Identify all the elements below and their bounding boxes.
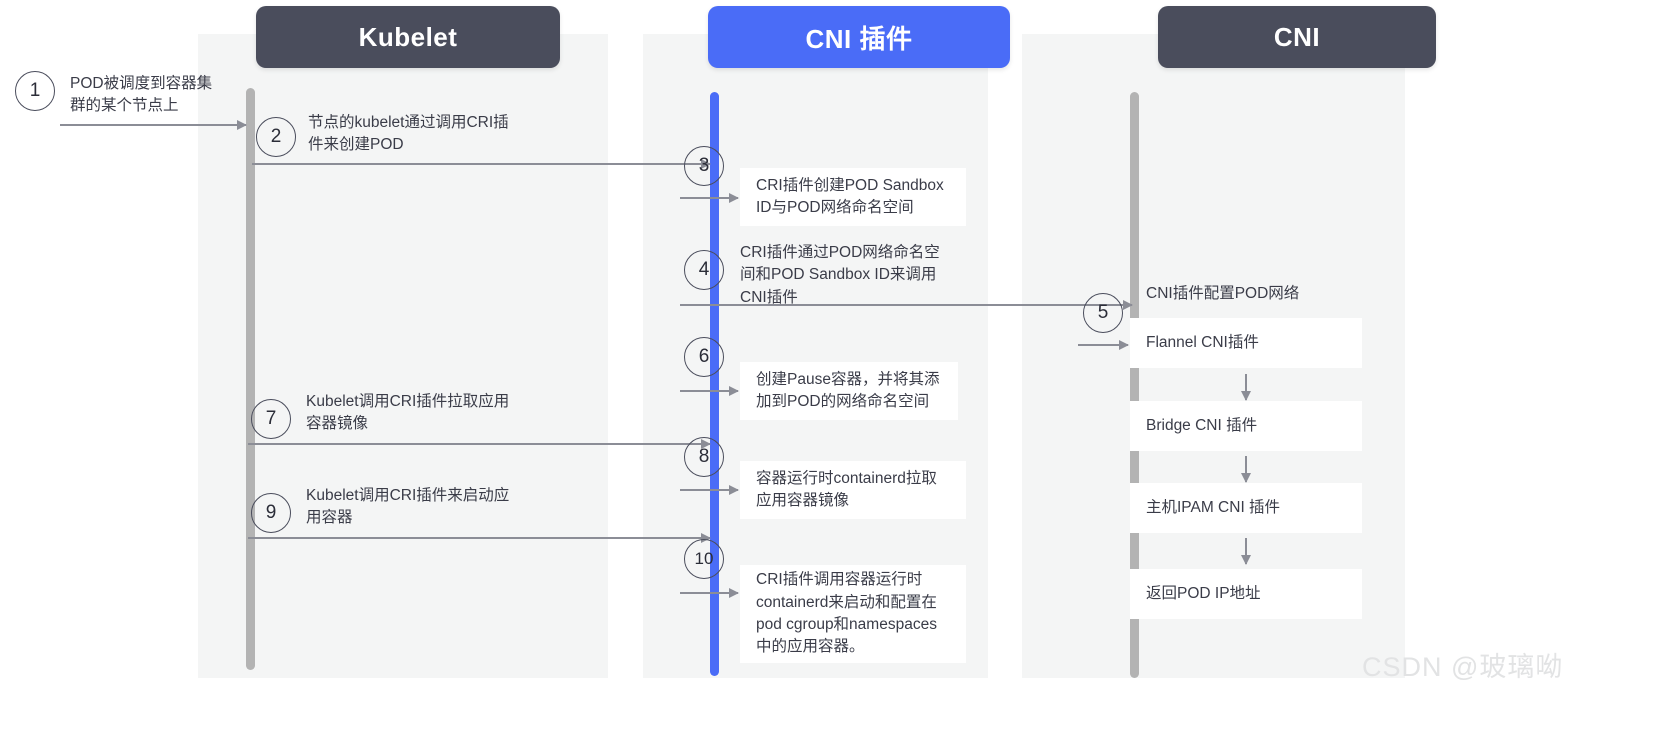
step-6-note: 创建Pause容器，并将其添 加到POD的网络命名空间	[740, 362, 958, 420]
cni-chain-arrow-1	[1241, 374, 1250, 401]
step-number-4: 4	[684, 250, 724, 290]
step-number-2: 2	[256, 117, 296, 157]
participant-label-cni: CNI	[1273, 21, 1321, 52]
step-1-label: 1	[29, 80, 41, 101]
step-number-9: 9	[251, 493, 291, 533]
step-2-message: 节点的kubelet通过调用CRI插 件来创建POD	[308, 114, 509, 154]
lifeline-cni	[1130, 92, 1139, 678]
step-1-message: POD被调度到容器集 群的某个节点上	[70, 75, 213, 115]
step-8-label: 8	[698, 446, 710, 467]
cni-chain-node-flannel: Flannel CNI插件	[1130, 318, 1362, 368]
participant-header-cni-plugin[interactable]: CNI 插件	[708, 6, 1010, 68]
cni-chain-arrow-2	[1241, 456, 1250, 483]
step-3-note: CRI插件创建POD Sandbox ID与POD网络命名空间	[740, 168, 966, 226]
step-number-5: 5	[1083, 293, 1123, 333]
step-8-note: 容器运行时containerd拉取 应用容器镜像	[740, 461, 966, 519]
arrow-step-4	[680, 300, 1133, 309]
arrow-step-2	[252, 159, 711, 168]
step-2-label: 2	[270, 126, 282, 147]
cni-chain-caption: CNI插件配置POD网络	[1146, 285, 1300, 302]
watermark: CSDN @玻璃呦	[1362, 652, 1564, 682]
step-7-label: 7	[265, 408, 277, 429]
arrow-step-6	[680, 386, 739, 395]
participant-header-kubelet[interactable]: Kubelet	[256, 6, 560, 68]
lifeline-kubelet	[246, 88, 255, 670]
participant-label-kubelet: Kubelet	[358, 21, 458, 52]
step-number-6: 6	[684, 337, 724, 377]
step-number-1: 1	[15, 71, 55, 111]
cni-chain-arrow-3	[1241, 538, 1250, 565]
arrow-step-7	[248, 439, 711, 448]
step-10-note: CRI插件调用容器运行时 containerd来启动和配置在 pod cgrou…	[740, 565, 966, 663]
step-6-label: 6	[698, 346, 710, 367]
arrow-step-5	[1078, 340, 1129, 349]
step-10-label: 10	[694, 549, 714, 568]
step-5-label: 5	[1097, 302, 1109, 323]
participant-header-cni[interactable]: CNI	[1158, 6, 1436, 68]
cni-chain-node-bridge: Bridge CNI 插件	[1130, 401, 1362, 451]
step-9-label: 9	[265, 502, 277, 523]
step-number-10: 10	[684, 539, 724, 579]
arrow-step-9	[248, 533, 711, 542]
step-number-3: 3	[684, 146, 724, 186]
step-9-message: Kubelet调用CRI插件来启动应 用容器	[306, 487, 510, 527]
arrow-step-3	[680, 193, 739, 202]
cni-chain-node-podip: 返回POD IP地址	[1130, 569, 1362, 619]
step-4-label: 4	[698, 259, 710, 280]
arrow-step-1	[60, 120, 247, 129]
step-number-8: 8	[684, 437, 724, 477]
lifeline-cni-plugin	[710, 92, 719, 676]
cni-chain-node-ipam: 主机IPAM CNI 插件	[1130, 483, 1362, 533]
arrow-step-8	[680, 485, 739, 494]
step-7-message: Kubelet调用CRI插件拉取应用 容器镜像	[306, 393, 510, 433]
arrow-step-10	[680, 588, 739, 597]
step-3-label: 3	[698, 155, 710, 176]
step-4-message: CRI插件通过POD网络命名空 间和POD Sandbox ID来调用 CNI插…	[740, 244, 940, 306]
participant-label-cni-plugin: CNI 插件	[805, 23, 913, 54]
step-number-7: 7	[251, 399, 291, 439]
